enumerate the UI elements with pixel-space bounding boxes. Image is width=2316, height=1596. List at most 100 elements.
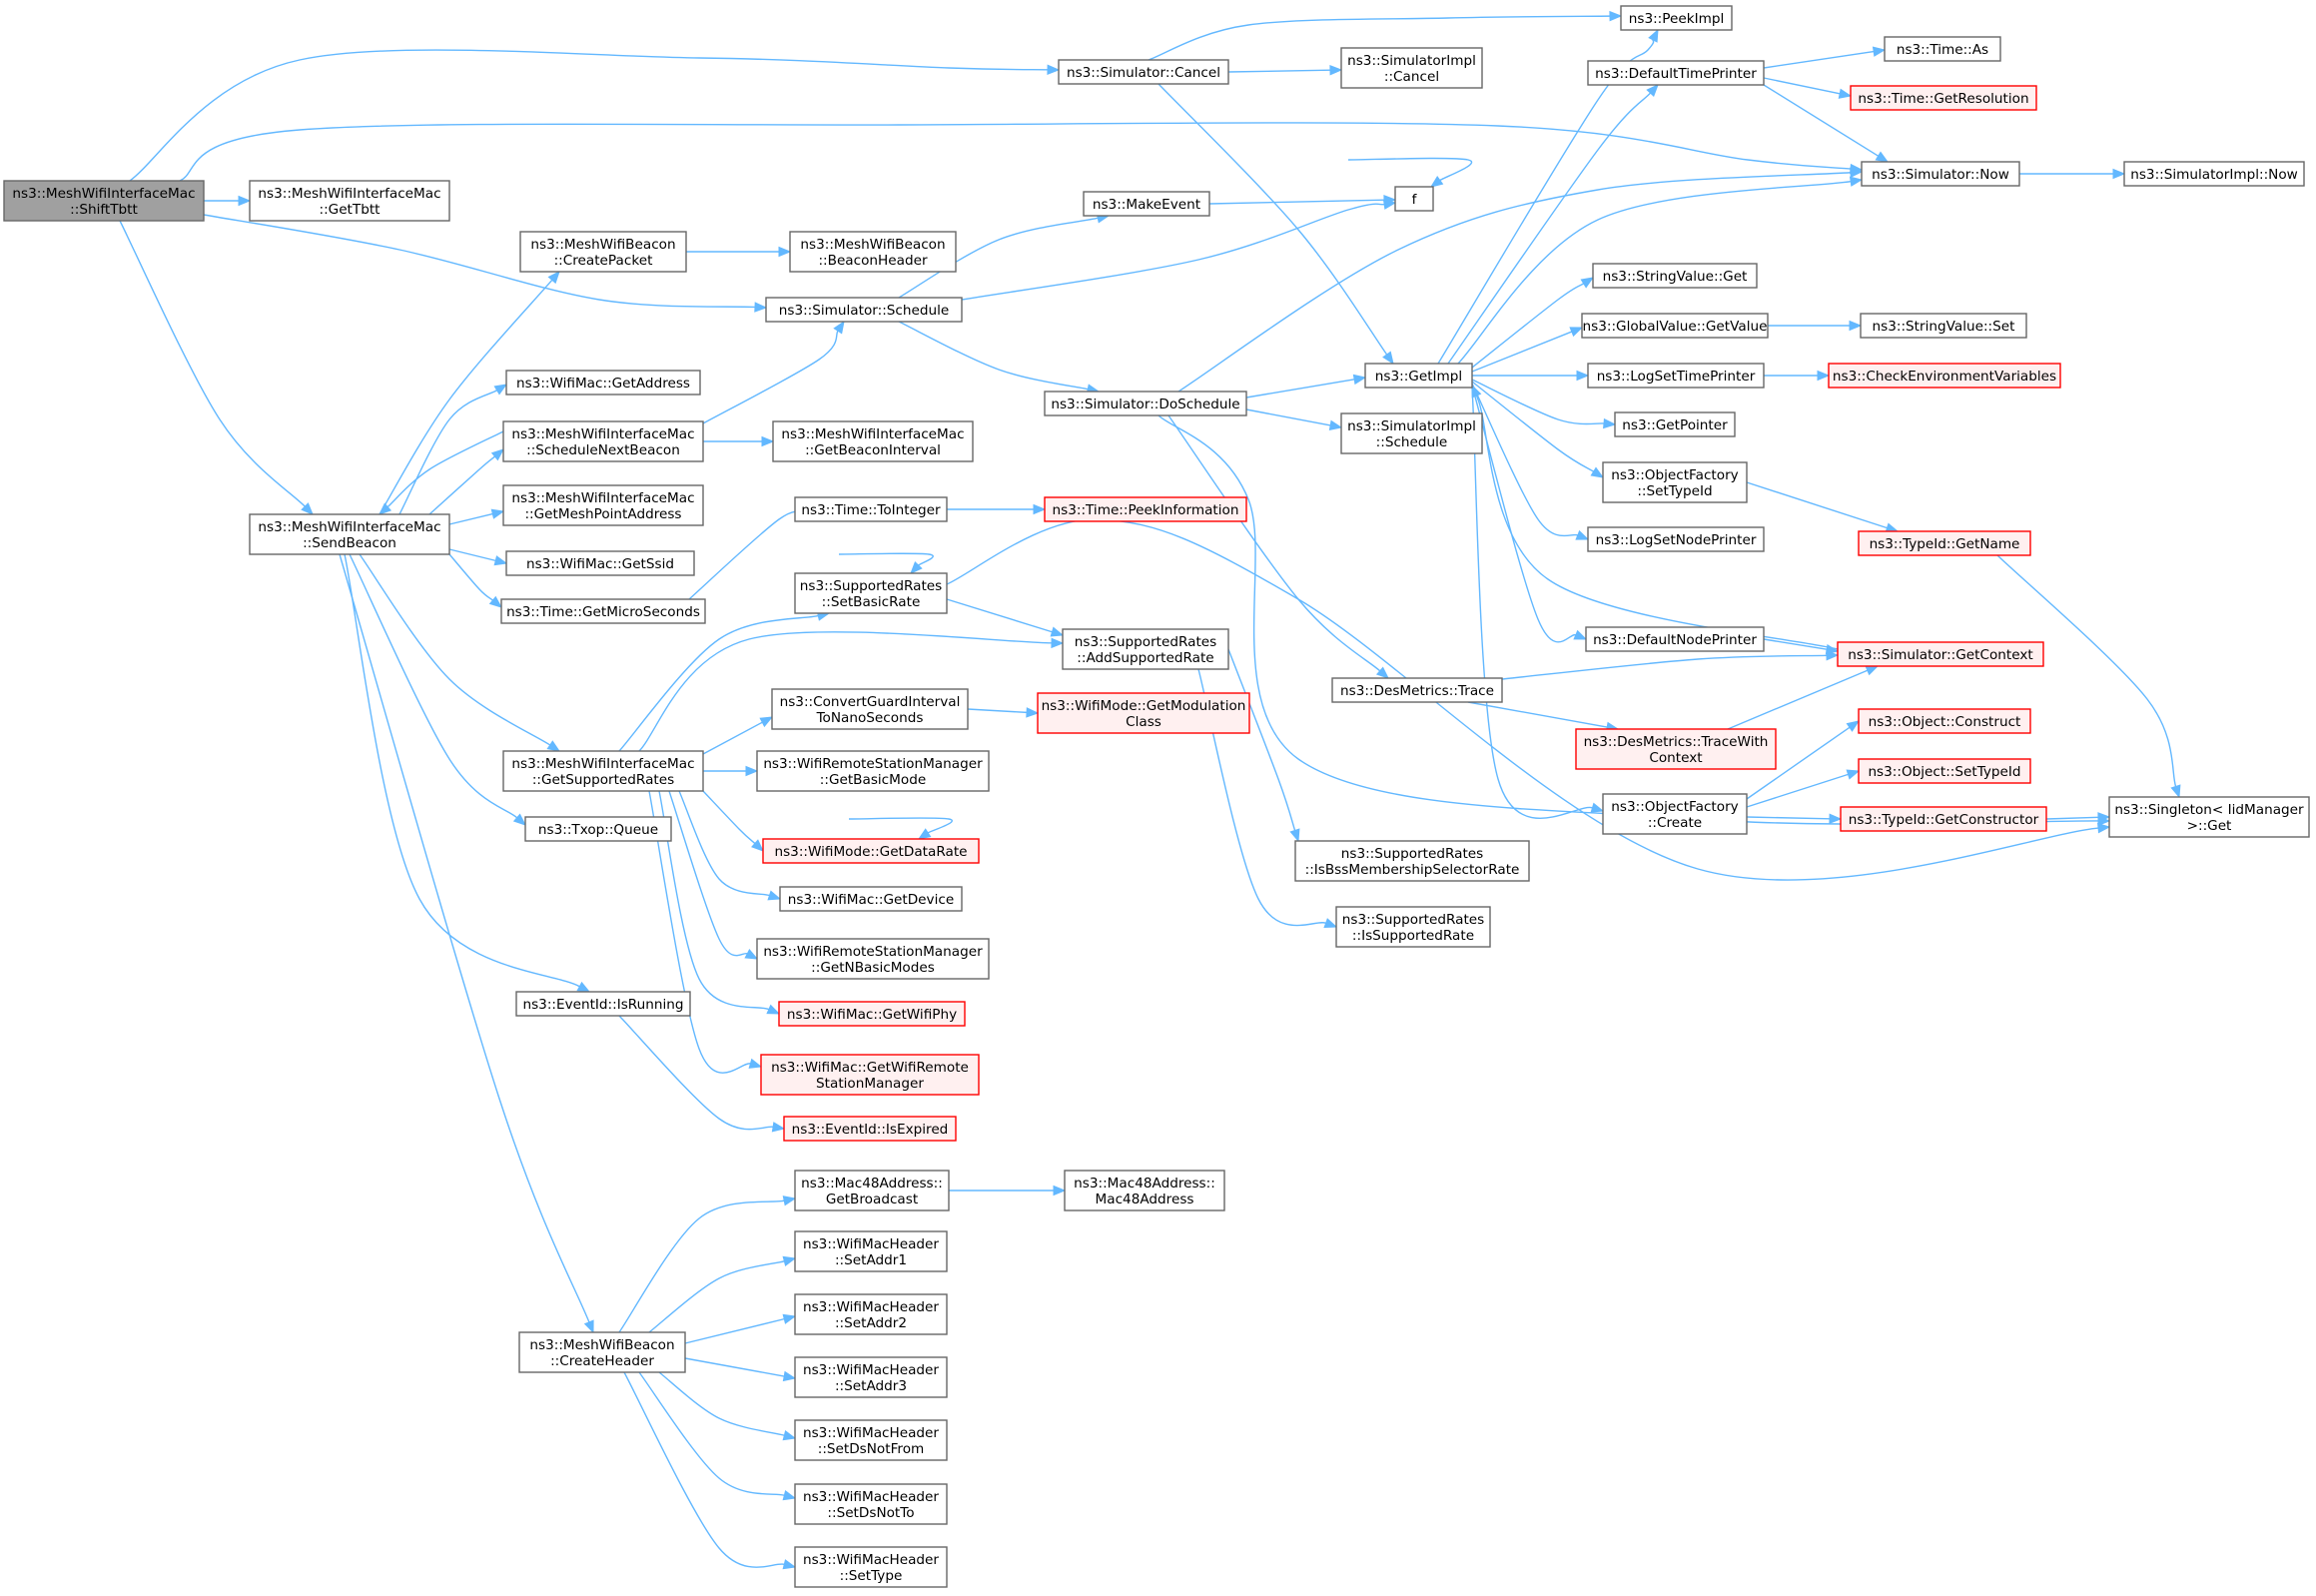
node-wmh-settype[interactable]: ns3::WifiMacHeader::SetType	[794, 1546, 948, 1588]
edge-arrowhead	[1829, 813, 1843, 825]
edge-line	[379, 279, 553, 515]
node-get-impl[interactable]: ns3::GetImpl	[1364, 363, 1473, 389]
node-shift-tbtt[interactable]: ns3::MeshWifiInterfaceMac::ShiftTbtt	[3, 180, 205, 222]
node-typeid-getname[interactable]: ns3::TypeId::GetName	[1858, 530, 2031, 556]
node-stringvalue-set[interactable]: ns3::StringValue::Set	[1860, 313, 2027, 339]
node-wmh-setdsnotto[interactable]: ns3::WifiMacHeader::SetDsNotTo	[794, 1483, 948, 1525]
node-globalvalue-getvalue[interactable]: ns3::GlobalValue::GetValue	[1581, 313, 1769, 339]
node-label: ns3::MeshWifiInterfaceMac	[511, 426, 694, 442]
node-txop-queue[interactable]: ns3::Txop::Queue	[524, 816, 672, 842]
node-label: ns3::Time::GetResolution	[1858, 91, 2028, 107]
node-sim-cancel[interactable]: ns3::Simulator::Cancel	[1058, 59, 1229, 85]
node-wrsm-getnbasicmodes[interactable]: ns3::WifiRemoteStationManager::GetNBasic…	[756, 938, 990, 980]
edge-objfactory_create-to-object_construct	[1746, 720, 1861, 800]
node-get-tbtt[interactable]: ns3::MeshWifiInterfaceMac::GetTbtt	[249, 180, 450, 222]
edge-line	[1227, 648, 1296, 831]
node-wrsm-getbasicmode[interactable]: ns3::WifiRemoteStationManager::GetBasicM…	[756, 750, 990, 792]
node-time-as[interactable]: ns3::Time::As	[1884, 36, 2001, 62]
node-wifimac-getdevice[interactable]: ns3::WifiMac::GetDevice	[779, 886, 963, 912]
node-wifimac-getaddress[interactable]: ns3::WifiMac::GetAddress	[505, 370, 701, 396]
edge-arrowhead	[490, 508, 505, 519]
node-wifimac-getwifiphy[interactable]: ns3::WifiMac::GetWifiPhy	[778, 1001, 966, 1027]
node-get-supported-rates[interactable]: ns3::MeshWifiInterfaceMac::GetSupportedR…	[502, 750, 704, 792]
node-desmetrics-trace[interactable]: ns3::DesMetrics::Trace	[1331, 677, 1503, 703]
edge-arrowhead	[1872, 46, 1887, 57]
node-wifimode-getdatarate[interactable]: ns3::WifiMode::GetDataRate	[762, 838, 980, 864]
node-objfactory-create[interactable]: ns3::ObjectFactory::Create	[1602, 793, 1748, 835]
node-time-getresolution[interactable]: ns3::Time::GetResolution	[1850, 85, 2037, 111]
node-box	[779, 886, 963, 912]
node-default-node-printer[interactable]: ns3::DefaultNodePrinter	[1585, 626, 1765, 652]
node-peek-impl[interactable]: ns3::PeekImpl	[1620, 5, 1733, 31]
node-wmh-setdsnotfrom[interactable]: ns3::WifiMacHeader::SetDsNotFrom	[794, 1419, 948, 1461]
node-get-pointer[interactable]: ns3::GetPointer	[1614, 411, 1736, 437]
node-label: ns3::MeshWifiBeacon	[800, 237, 945, 253]
node-logsettimeprinter[interactable]: ns3::LogSetTimePrinter	[1587, 363, 1765, 389]
node-sr-addsupportedrate[interactable]: ns3::SupportedRates::AddSupportedRate	[1062, 628, 1229, 670]
node-time-peekinformation[interactable]: ns3::Time::PeekInformation	[1044, 496, 1247, 522]
node-time-getmicroseconds[interactable]: ns3::Time::GetMicroSeconds	[500, 598, 706, 624]
node-wmh-setaddr2[interactable]: ns3::WifiMacHeader::SetAddr2	[794, 1293, 948, 1335]
node-label: ns3::MeshWifiBeacon	[530, 237, 675, 253]
edge-arrowhead	[745, 765, 759, 777]
node-label: ns3::WifiMac::GetSsid	[526, 556, 674, 572]
node-create-header[interactable]: ns3::MeshWifiBeacon::CreateHeader	[518, 1331, 686, 1373]
node-label: ns3::WifiMac::GetDevice	[788, 892, 954, 908]
node-sim-getcontext[interactable]: ns3::Simulator::GetContext	[1837, 641, 2044, 667]
node-wmh-setaddr3[interactable]: ns3::WifiMacHeader::SetAddr3	[794, 1356, 948, 1398]
node-f[interactable]: f	[1394, 186, 1434, 212]
edge-send_beacon-to-get_supported_rates	[359, 553, 561, 752]
edge-mac48_getbroadcast-to-mac48_mac48address	[949, 1185, 1067, 1197]
edge-arrowhead	[1026, 707, 1040, 718]
node-eventid-isexpired[interactable]: ns3::EventId::IsExpired	[783, 1116, 957, 1142]
node-box	[1044, 496, 1247, 522]
node-make-event[interactable]: ns3::MakeEvent	[1083, 191, 1210, 217]
edge-line	[1471, 379, 1605, 425]
edge-arrowhead	[1846, 769, 1861, 780]
node-box	[1064, 1170, 1225, 1211]
node-mac48-getbroadcast[interactable]: ns3::Mac48Address::GetBroadcast	[794, 1170, 950, 1211]
node-time-tointeger[interactable]: ns3::Time::ToInteger	[794, 496, 948, 522]
edge-get_impl-to-objfactory_settypeid	[1471, 381, 1605, 478]
node-create-packet[interactable]: ns3::MeshWifiBeacon::CreatePacket	[519, 231, 687, 273]
node-sr-issupportedrate[interactable]: ns3::SupportedRates::IsSupportedRate	[1335, 906, 1491, 948]
node-typeid-getconstructor[interactable]: ns3::TypeId::GetConstructor	[1840, 806, 2047, 832]
node-box	[3, 180, 205, 222]
node-mac48-mac48address[interactable]: ns3::Mac48Address::Mac48Address	[1064, 1170, 1225, 1211]
node-object-construct[interactable]: ns3::Object::Construct	[1858, 708, 2031, 734]
node-send-beacon[interactable]: ns3::MeshWifiInterfaceMac::SendBeacon	[249, 513, 450, 555]
node-objfactory-settypeid[interactable]: ns3::ObjectFactory::SetTypeId	[1602, 461, 1748, 503]
node-sr-isbssmembership[interactable]: ns3::SupportedRates::IsBssMembershipSele…	[1294, 840, 1530, 882]
node-schedule-next-beacon[interactable]: ns3::MeshWifiInterfaceMac::ScheduleNextB…	[502, 420, 704, 462]
node-wmh-setaddr1[interactable]: ns3::WifiMacHeader::SetAddr1	[794, 1230, 948, 1272]
node-default-time-printer[interactable]: ns3::DefaultTimePrinter	[1587, 60, 1765, 86]
edge-line	[1245, 379, 1355, 399]
node-stringvalue-get[interactable]: ns3::StringValue::Get	[1592, 263, 1758, 289]
edge-line	[1763, 50, 1875, 69]
node-sr-setbasicrate[interactable]: ns3::SupportedRates::SetBasicRate	[794, 572, 948, 614]
node-singleton-get[interactable]: ns3::Singleton< IidManager>::Get	[2108, 796, 2310, 838]
node-get-mesh-point-address[interactable]: ns3::MeshWifiInterfaceMac::GetMeshPointA…	[502, 484, 704, 526]
node-simimpl-cancel[interactable]: ns3::SimulatorImpl::Cancel	[1340, 47, 1483, 89]
node-wifimac-getssid[interactable]: ns3::WifiMac::GetSsid	[505, 550, 695, 576]
node-logsetnodeprinter[interactable]: ns3::LogSetNodePrinter	[1587, 526, 1765, 552]
node-sim-schedule[interactable]: ns3::Simulator::Schedule	[765, 297, 963, 323]
node-object-settypeid[interactable]: ns3::Object::SetTypeId	[1858, 758, 2031, 784]
node-simimpl-schedule[interactable]: ns3::SimulatorImpl::Schedule	[1340, 412, 1483, 454]
node-wifimac-getwifiremotestationmanager[interactable]: ns3::WifiMac::GetWifiRemoteStationManage…	[760, 1054, 980, 1096]
edge-default_time_printer-to-time_as	[1763, 46, 1887, 69]
node-sim-doschedule[interactable]: ns3::Simulator::DoSchedule	[1044, 391, 1247, 416]
node-beacon-header[interactable]: ns3::MeshWifiBeacon::BeaconHeader	[789, 231, 957, 273]
node-sim-now[interactable]: ns3::Simulator::Now	[1861, 161, 2020, 187]
node-check-env-vars[interactable]: ns3::CheckEnvironmentVariables	[1828, 363, 2061, 389]
node-label: ns3::Simulator::DoSchedule	[1051, 397, 1239, 412]
edge-arrowhead	[2097, 822, 2111, 834]
node-simimpl-now[interactable]: ns3::SimulatorImpl::Now	[2123, 161, 2305, 187]
node-get-beacon-interval[interactable]: ns3::MeshWifiInterfaceMac::GetBeaconInte…	[772, 420, 974, 462]
node-eventid-isrunning[interactable]: ns3::EventId::IsRunning	[515, 991, 691, 1017]
node-box	[794, 496, 948, 522]
edge-arrowhead	[748, 1058, 763, 1069]
